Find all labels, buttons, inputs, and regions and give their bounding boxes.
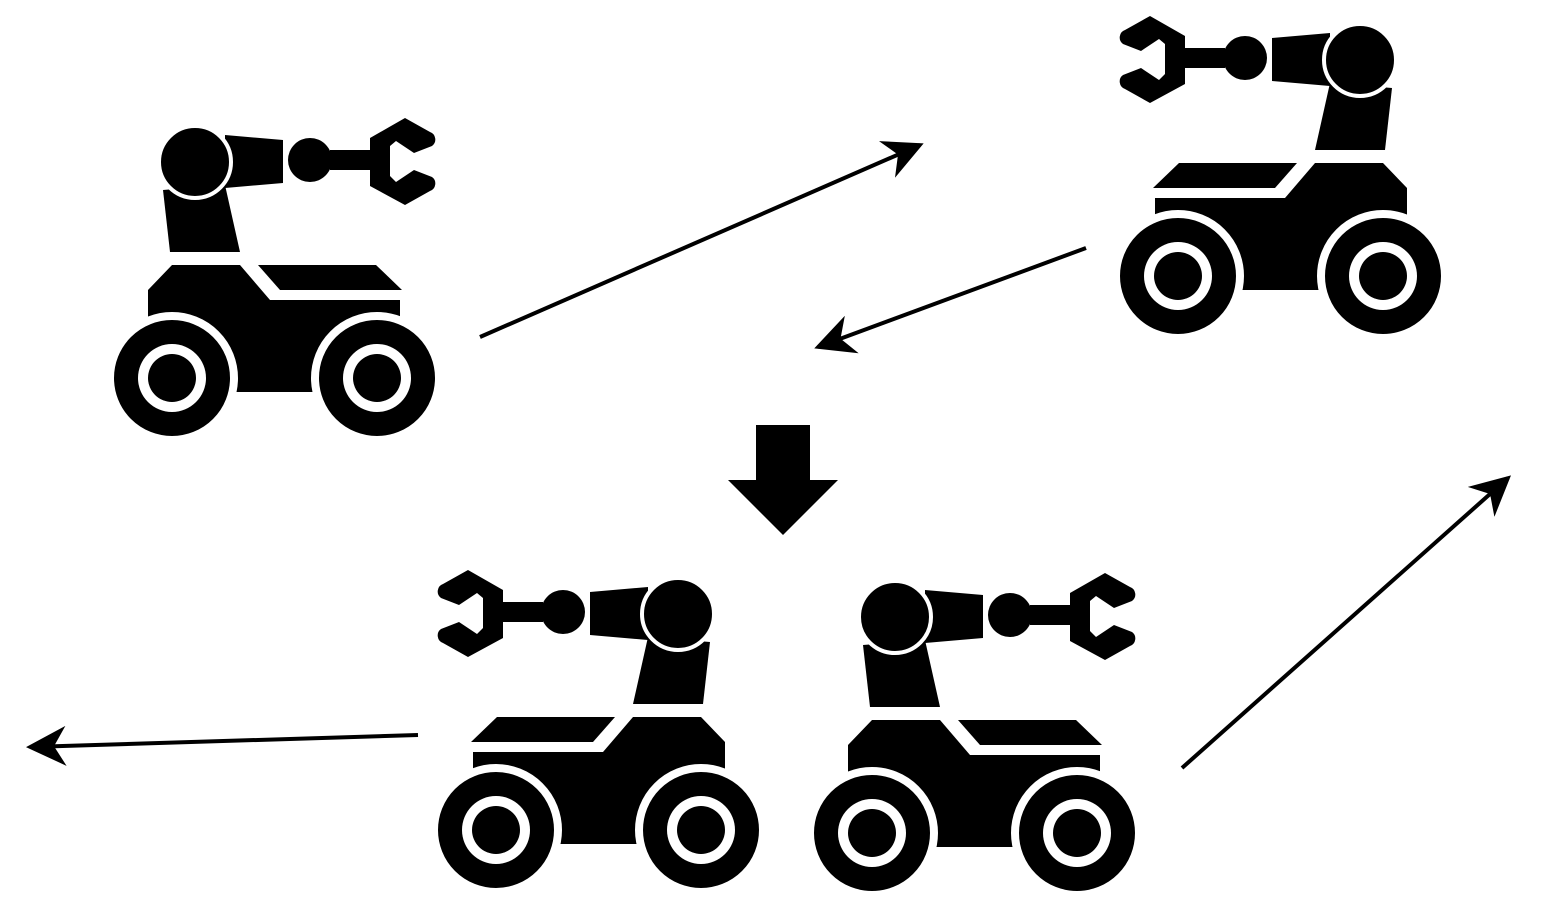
mobile-manipulator-robot-icon xyxy=(1116,16,1445,338)
arrow-bottom-left-out xyxy=(26,725,419,766)
arrow-top-left-to-top-right xyxy=(479,141,924,339)
mobile-manipulator-robot-icon xyxy=(434,570,763,892)
robot-top-left xyxy=(110,118,439,440)
mobile-manipulator-robot-icon xyxy=(110,118,439,440)
arrow-top-right-to-center xyxy=(814,246,1087,354)
robot-bottom-left xyxy=(434,570,763,892)
robot-top-right xyxy=(1116,16,1445,338)
arrow-bottom-right-out xyxy=(1180,475,1511,770)
mobile-manipulator-robot-icon xyxy=(810,573,1139,895)
robot-bottom-right xyxy=(810,573,1139,895)
down-arrow-icon xyxy=(728,425,838,535)
